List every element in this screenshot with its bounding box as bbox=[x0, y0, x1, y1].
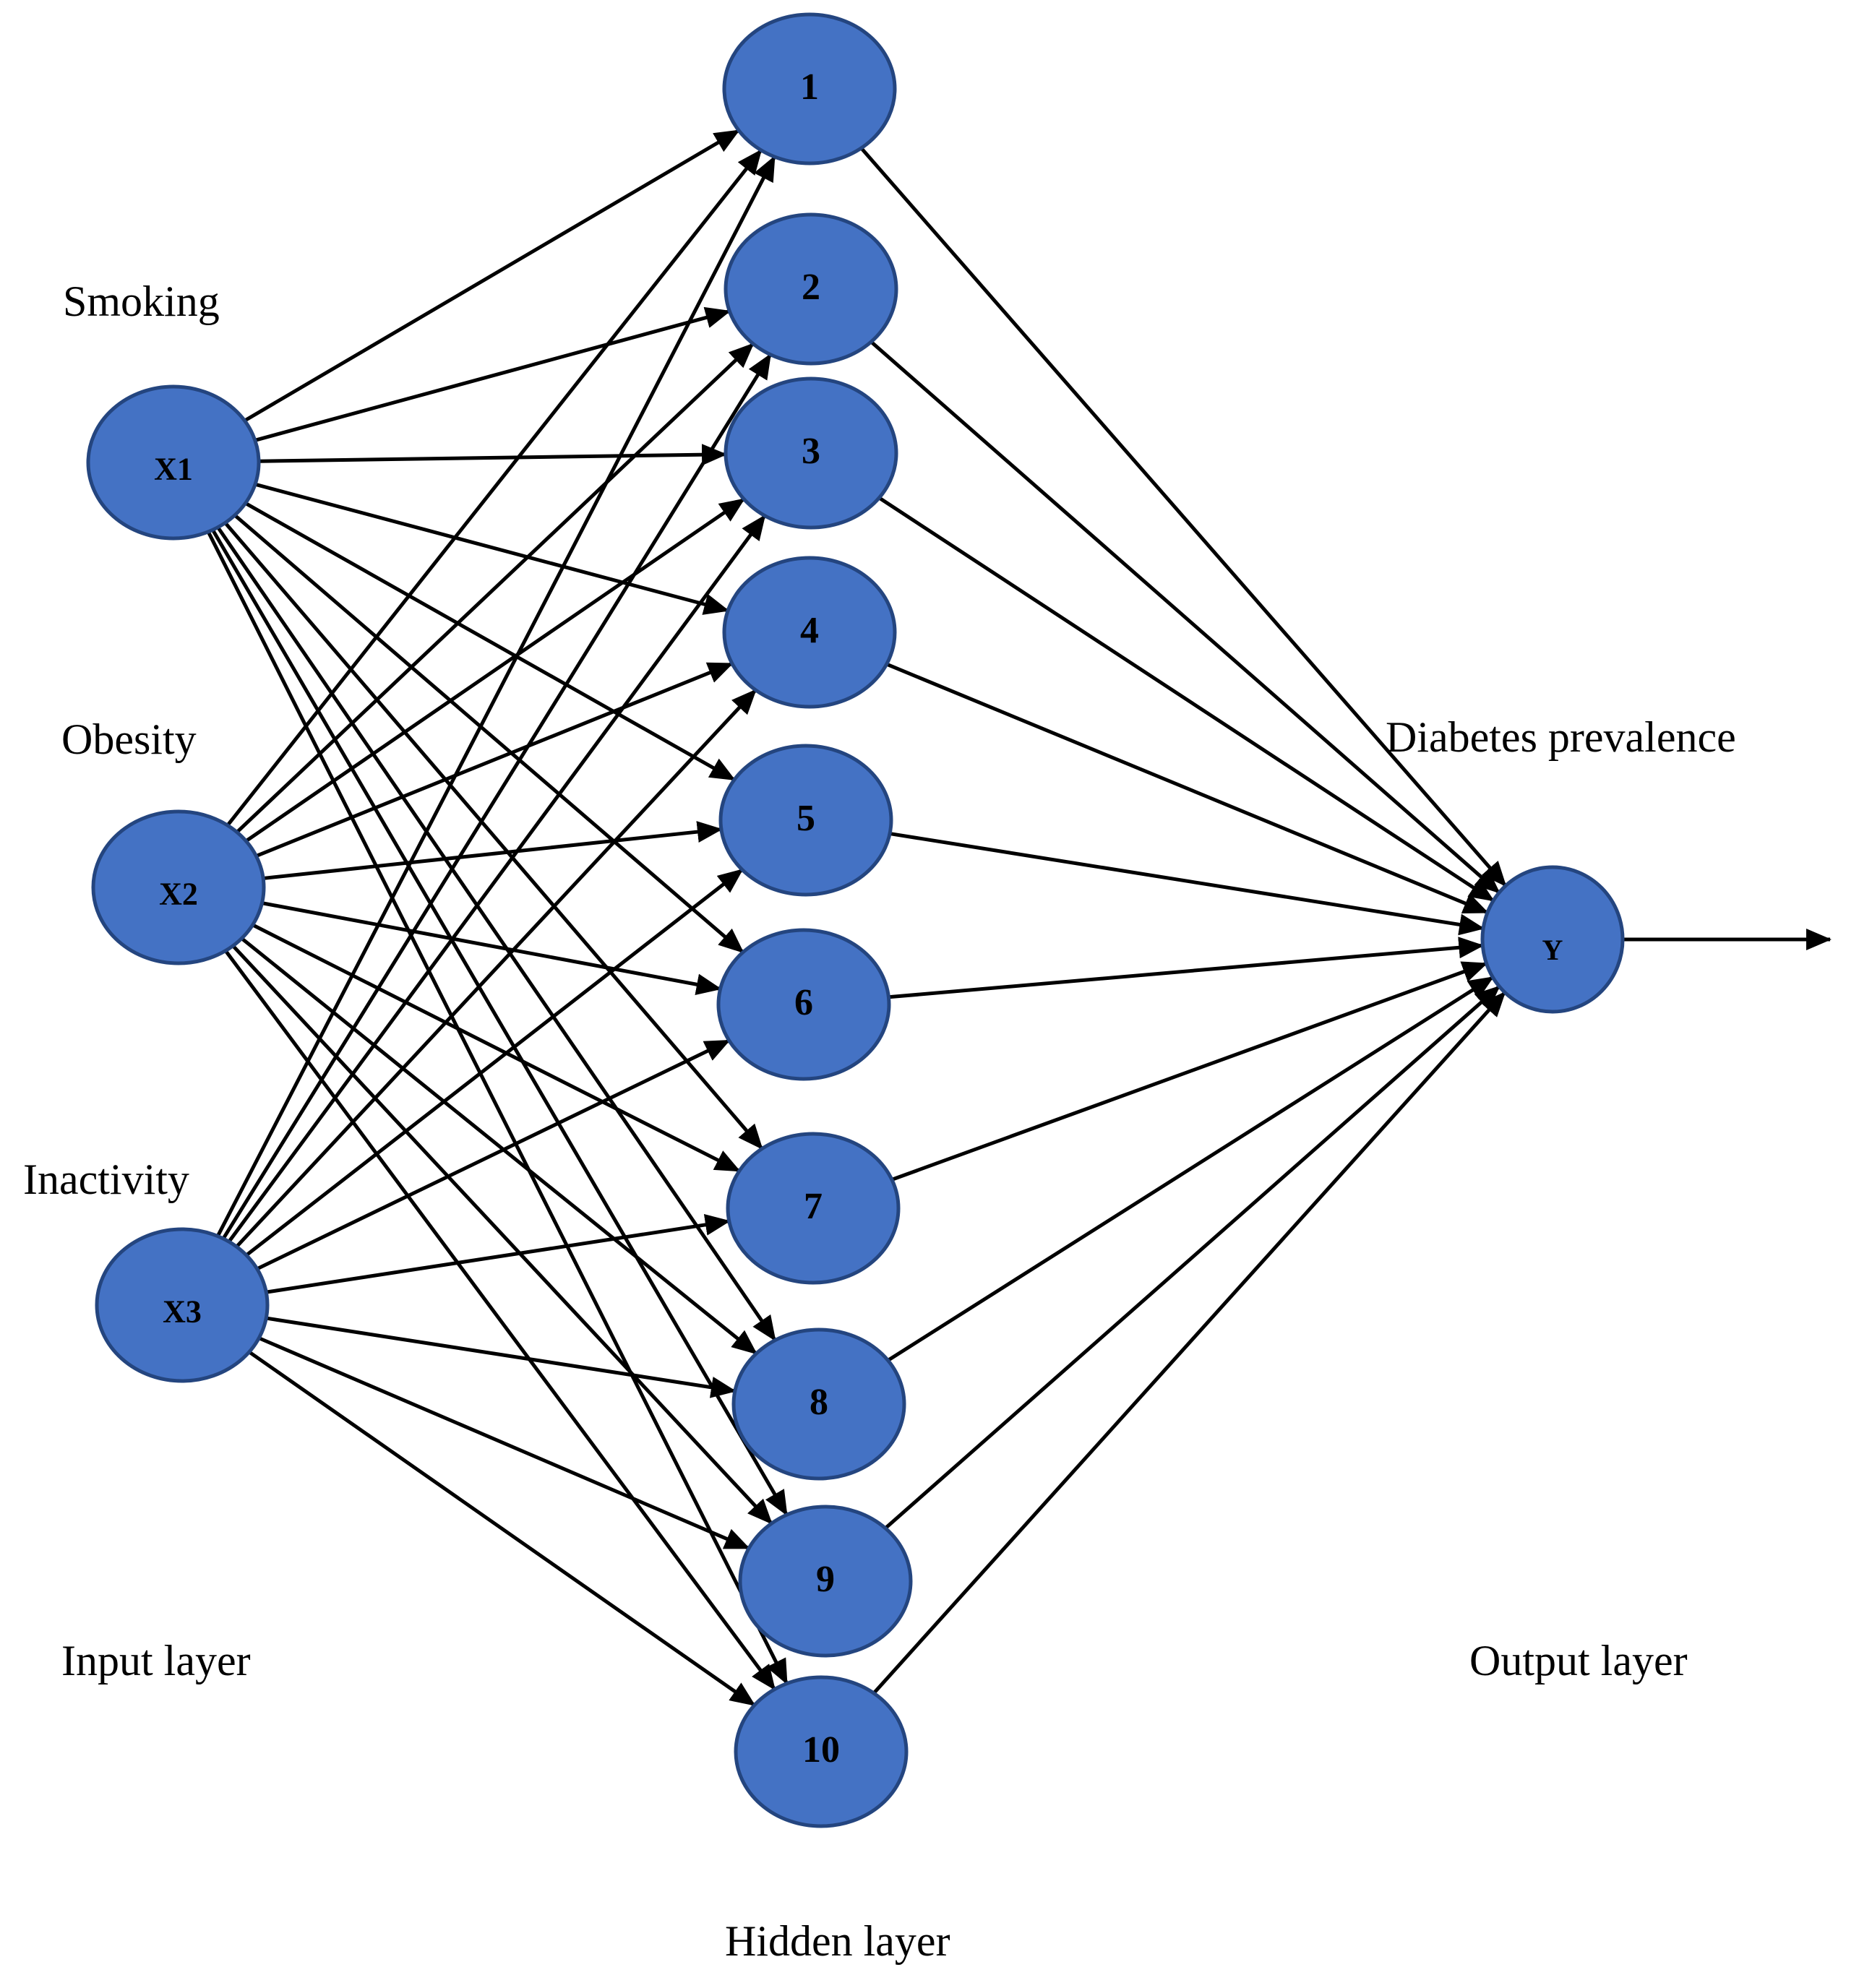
edge-X3-H3 bbox=[227, 514, 767, 1243]
edge-X3-H5 bbox=[245, 868, 744, 1257]
annotation-X3: Inactivity bbox=[23, 1156, 189, 1203]
edge-X3-H10 bbox=[248, 1350, 756, 1707]
edge-X2-H10 bbox=[224, 950, 776, 1691]
edge-H8-Y bbox=[887, 976, 1495, 1362]
edge-H4-Y bbox=[885, 662, 1489, 915]
hidden-node-H7 bbox=[726, 1132, 901, 1285]
edge-X1-H1 bbox=[244, 129, 740, 423]
annotation-X1: Smoking bbox=[63, 277, 220, 325]
hidden-node-H3 bbox=[724, 376, 898, 530]
edge-X2-H6 bbox=[262, 901, 722, 996]
edge-X3-H6 bbox=[256, 1038, 731, 1271]
edge-X3-H2 bbox=[221, 353, 773, 1240]
input-node-label-X3: X3 bbox=[163, 1294, 202, 1329]
edge-H6-Y bbox=[888, 937, 1485, 999]
hidden-node-label-H6: 6 bbox=[794, 982, 813, 1023]
edge-H3-Y bbox=[877, 496, 1495, 903]
input-node-X3 bbox=[95, 1227, 270, 1383]
hidden-node-H9 bbox=[738, 1505, 913, 1658]
hidden-node-label-H1: 1 bbox=[800, 66, 819, 108]
edge-X2-H3 bbox=[244, 497, 745, 843]
input-node-X2 bbox=[91, 809, 266, 965]
hidden-node-H10 bbox=[734, 1675, 909, 1828]
hidden-node-label-H9: 9 bbox=[816, 1559, 835, 1600]
edge-X3-H1 bbox=[215, 155, 776, 1237]
output-node-label-Y: Y bbox=[1542, 934, 1563, 966]
hidden-node-label-H4: 4 bbox=[800, 610, 819, 651]
hidden-node-label-H5: 5 bbox=[797, 798, 815, 839]
edge-X3-H7 bbox=[265, 1214, 731, 1294]
annotation-X2: Obesity bbox=[61, 715, 197, 763]
hidden-node-label-H3: 3 bbox=[802, 431, 820, 472]
edge-X2-H2 bbox=[236, 342, 755, 834]
hidden-node-label-H8: 8 bbox=[810, 1382, 828, 1423]
input-node-label-X1: X1 bbox=[154, 451, 193, 486]
edge-X3-H8 bbox=[265, 1316, 737, 1398]
edge-H2-Y bbox=[870, 340, 1500, 895]
hidden-node-H2 bbox=[724, 212, 898, 366]
annotation-Y: Diabetes prevalence bbox=[1386, 713, 1736, 761]
hidden-node-label-H7: 7 bbox=[804, 1186, 823, 1227]
edge-X1-H3 bbox=[258, 444, 728, 466]
edge-H9-Y bbox=[884, 985, 1500, 1530]
hidden-node-label-H2: 2 bbox=[802, 267, 820, 308]
edge-X3-H4 bbox=[235, 689, 757, 1248]
hidden-node-H1 bbox=[722, 12, 897, 165]
edge-X2-H1 bbox=[226, 149, 763, 827]
edge-X1-H4 bbox=[254, 482, 730, 615]
edge-X2-H8 bbox=[240, 937, 757, 1356]
edge-X1-H8 bbox=[216, 526, 777, 1342]
edge-X1-H5 bbox=[244, 502, 736, 782]
edge-X2-H5 bbox=[262, 821, 723, 880]
hidden-node-H4 bbox=[722, 556, 897, 709]
edge-X3-H9 bbox=[258, 1336, 750, 1550]
input-node-label-X2: X2 bbox=[159, 876, 198, 911]
edge-X2-H4 bbox=[255, 661, 734, 858]
output-node-Y bbox=[1480, 865, 1625, 1014]
edge-H1-Y bbox=[859, 147, 1507, 887]
edge-H5-Y bbox=[889, 832, 1485, 936]
edge-X1-H7 bbox=[223, 521, 764, 1150]
caption-input-layer: Input layer bbox=[61, 1637, 251, 1684]
edge-X2-H9 bbox=[231, 944, 773, 1525]
edge-H7-Y bbox=[891, 961, 1488, 1182]
hidden-node-H8 bbox=[731, 1328, 906, 1481]
edge-H10-Y bbox=[872, 991, 1506, 1695]
hidden-node-H6 bbox=[716, 928, 891, 1081]
caption-output-layer: Output layer bbox=[1469, 1637, 1688, 1684]
edge-X1-H9 bbox=[211, 528, 789, 1516]
caption-hidden-layer: Hidden layer bbox=[725, 1917, 950, 1965]
edge-X1-H6 bbox=[233, 514, 744, 954]
edge-X1-H10 bbox=[206, 530, 789, 1685]
input-node-X1 bbox=[86, 384, 261, 541]
edge-X1-H2 bbox=[254, 306, 731, 442]
hidden-node-label-H10: 10 bbox=[802, 1729, 840, 1770]
hidden-node-H5 bbox=[718, 744, 893, 897]
edge-X2-H7 bbox=[252, 923, 741, 1173]
